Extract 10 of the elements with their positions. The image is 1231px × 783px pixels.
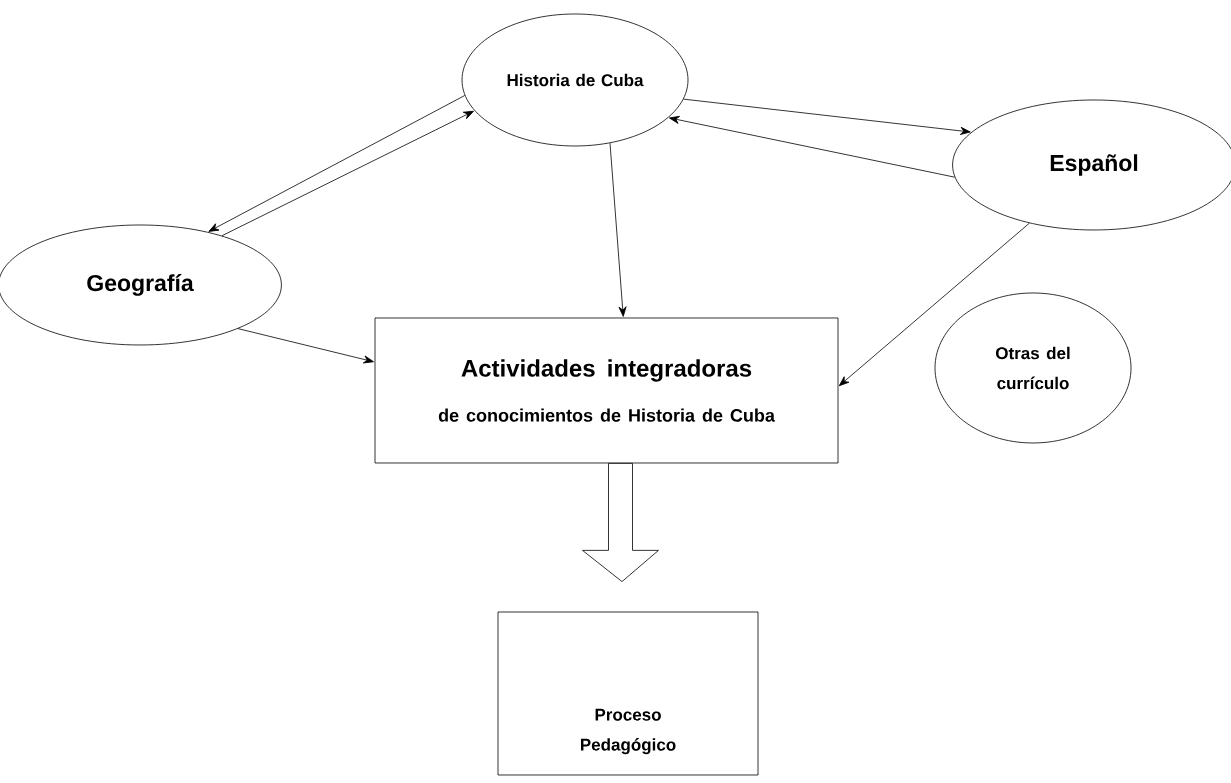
arrow: [683, 98, 971, 135]
arrow: [838, 222, 1030, 387]
process-box: Proceso Pedagógico: [497, 611, 759, 776]
arrow: [669, 115, 956, 178]
arrow: [609, 142, 627, 317]
process-box: Actividades integradoras de conocimientos de Historia de Cuba: [374, 317, 839, 464]
arrow: [208, 95, 466, 232]
arrow: [221, 110, 474, 237]
block-arrow: [582, 463, 659, 582]
arrow: [237, 328, 374, 364]
